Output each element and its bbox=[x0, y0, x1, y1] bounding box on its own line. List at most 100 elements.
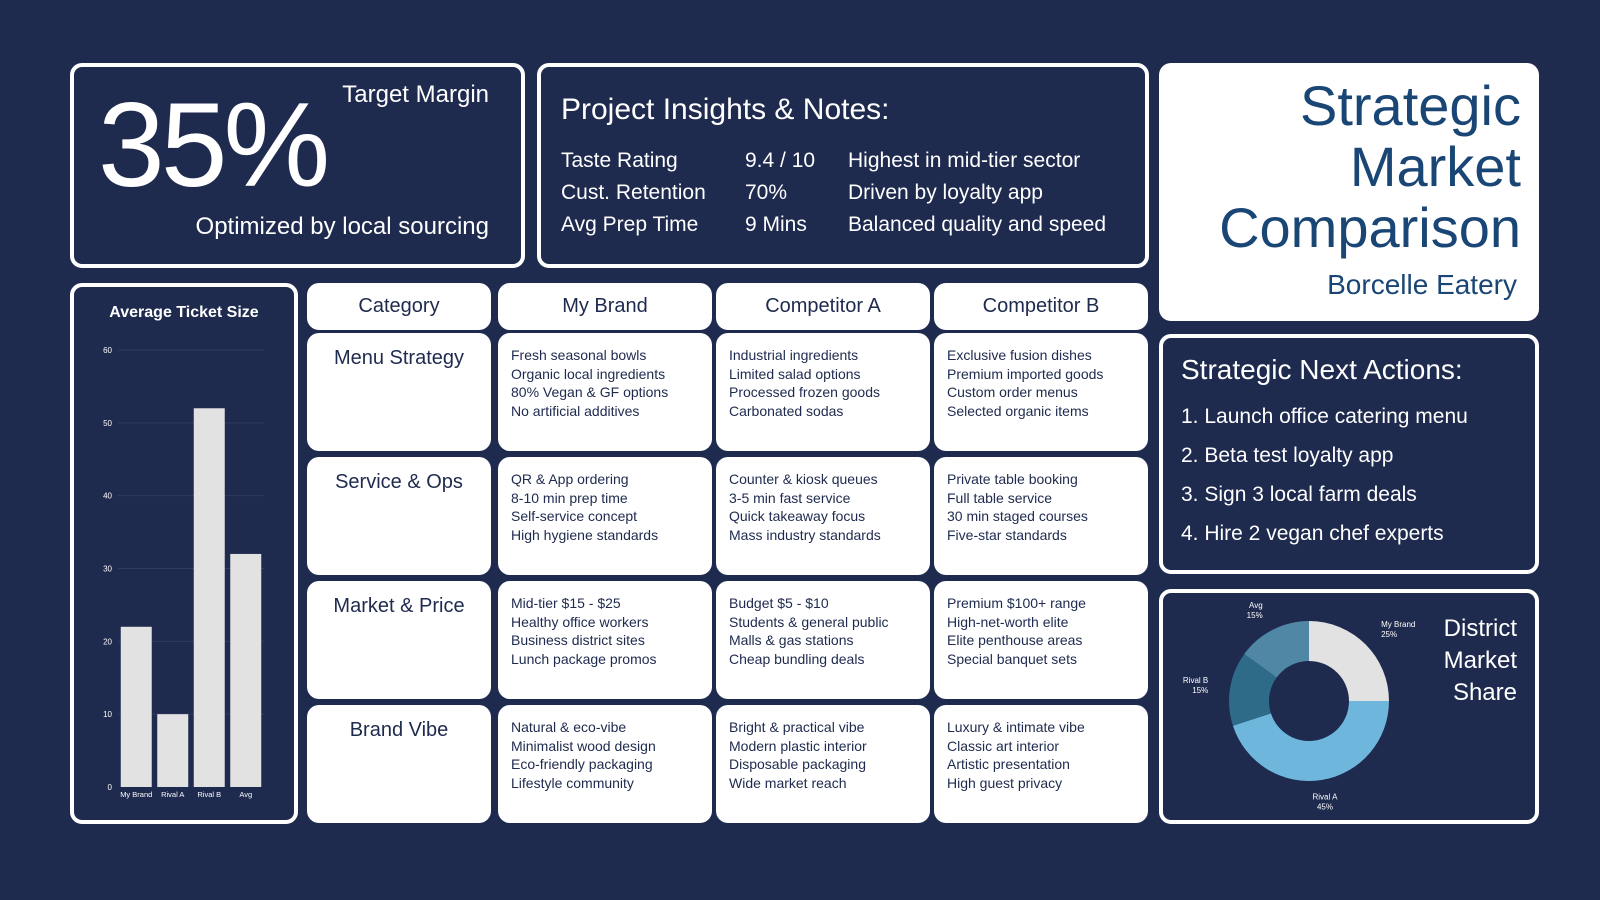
insight-value: 70% bbox=[745, 181, 788, 204]
cell-line: Fresh seasonal bowls bbox=[511, 347, 647, 363]
insights-panel: Project Insights & Notes: Taste Rating 9… bbox=[537, 63, 1149, 268]
cell-line: Selected organic items bbox=[947, 402, 1089, 419]
bar bbox=[157, 714, 189, 787]
cell-line: Modern plastic interior bbox=[729, 737, 867, 754]
category-cell: Market & Price bbox=[307, 581, 491, 699]
insights-row: Avg Prep Time 9 Mins Balanced quality an… bbox=[561, 209, 1106, 241]
y-tick-label: 40 bbox=[103, 492, 112, 501]
cell-line: High hygiene standards bbox=[511, 526, 659, 543]
next-actions-title: Strategic Next Actions: bbox=[1181, 354, 1463, 385]
action-item: 4. Hire 2 vegan chef experts bbox=[1181, 522, 1444, 545]
cell-line: 3-5 min fast service bbox=[729, 489, 851, 506]
slice-value-label: 15% bbox=[1247, 611, 1263, 620]
category-label: Menu Strategy bbox=[333, 347, 465, 369]
cell-line: Private table booking bbox=[947, 471, 1078, 487]
cell-line: Lifestyle community bbox=[511, 774, 634, 791]
cell-line: Eco-friendly packaging bbox=[511, 756, 653, 773]
insight-metric: Avg Prep Time bbox=[561, 213, 699, 236]
slice-value-label: 45% bbox=[1317, 803, 1333, 812]
target-margin-panel: 35% Target Margin Optimized by local sou… bbox=[70, 63, 525, 268]
cell-line: Natural & eco-vibe bbox=[511, 719, 627, 735]
my-brand-header: My Brand bbox=[498, 283, 712, 330]
cell-line: Classic art interior bbox=[947, 737, 1060, 754]
slice-label: My Brand bbox=[1381, 620, 1415, 629]
market-share-title-line: Market bbox=[1443, 647, 1517, 674]
cell-line: Business district sites bbox=[511, 632, 645, 649]
insight-note: Balanced quality and speed bbox=[848, 213, 1107, 236]
x-tick-label: Rival A bbox=[161, 790, 184, 799]
chart-title: Average Ticket Size bbox=[109, 304, 259, 321]
competitor-b-header: Competitor B bbox=[934, 283, 1148, 330]
insight-note: Highest in mid-tier sector bbox=[848, 149, 1081, 172]
category-label: Service & Ops bbox=[335, 471, 463, 493]
market-share-title-line: District bbox=[1443, 615, 1517, 642]
cell-line: Limited salad options bbox=[729, 365, 861, 382]
donut-slice bbox=[1309, 621, 1389, 701]
bar bbox=[230, 553, 262, 787]
donut-slice bbox=[1244, 621, 1309, 678]
donut-slice bbox=[1229, 653, 1277, 726]
insight-metric: Taste Rating bbox=[561, 149, 678, 172]
slice-label: Rival B bbox=[1183, 676, 1208, 685]
cell-line: Malls & gas stations bbox=[729, 632, 854, 649]
next-actions-list: 1. Launch office catering menu 2. Beta t… bbox=[1181, 404, 1468, 560]
insights-title: Project Insights & Notes: bbox=[561, 93, 890, 126]
cell-line: Mid-tier $15 - $25 bbox=[511, 595, 621, 611]
target-margin-subtitle: Optimized by local sourcing bbox=[195, 213, 489, 240]
cell-line: Lunch package promos bbox=[511, 650, 657, 667]
cell-line: Self-service concept bbox=[511, 508, 638, 525]
cell-line: Custom order menus bbox=[947, 384, 1078, 401]
brand-name: Borcelle Eatery bbox=[1327, 269, 1517, 300]
cell-line: Wide market reach bbox=[729, 774, 847, 791]
cell-line: Industrial ingredients bbox=[729, 347, 859, 363]
insight-metric: Cust. Retention bbox=[561, 181, 706, 204]
cell-line: Five-star standards bbox=[947, 526, 1067, 543]
cell-line: Budget $5 - $10 bbox=[729, 595, 829, 611]
cell-line: QR & App ordering bbox=[511, 471, 629, 487]
action-item: 2. Beta test loyalty app bbox=[1181, 444, 1394, 467]
cell-line: Cheap bundling deals bbox=[729, 650, 865, 667]
cell-line: Full table service bbox=[947, 489, 1053, 506]
column-header-label: Category bbox=[358, 295, 440, 317]
cell-line: Healthy office workers bbox=[511, 613, 649, 630]
slice-value-label: 25% bbox=[1381, 630, 1397, 639]
page-title-line: Comparison bbox=[1219, 196, 1521, 259]
slice-value-label: 15% bbox=[1192, 686, 1208, 695]
cell-line: Minimalist wood design bbox=[511, 737, 656, 754]
insights-row: Taste Rating 9.4 / 10 Highest in mid-tie… bbox=[561, 145, 1106, 177]
cell-line: No artificial additives bbox=[511, 402, 640, 419]
cell-line: Premium imported goods bbox=[947, 365, 1104, 382]
donut-slice bbox=[1232, 701, 1389, 781]
y-tick-label: 10 bbox=[103, 710, 112, 719]
category-header: Category bbox=[307, 283, 491, 330]
target-margin-label: Target Margin bbox=[342, 81, 489, 108]
cell-line: Disposable packaging bbox=[729, 756, 866, 773]
page-title: Strategic Market Comparison bbox=[1219, 75, 1521, 258]
insight-note: Driven by loyalty app bbox=[848, 181, 1043, 204]
y-tick-label: 0 bbox=[108, 783, 113, 792]
market-share-title: District Market Share bbox=[1444, 613, 1517, 709]
category-cell: Brand Vibe bbox=[307, 705, 491, 823]
page-title-line: Market bbox=[1349, 135, 1521, 198]
insights-row: Cust. Retention 70% Driven by loyalty ap… bbox=[561, 177, 1106, 209]
action-item: 3. Sign 3 local farm deals bbox=[1181, 483, 1417, 506]
next-actions-panel: Strategic Next Actions: 1. Launch office… bbox=[1159, 334, 1539, 574]
x-tick-label: Avg bbox=[239, 790, 252, 799]
cell-line: 80% Vegan & GF options bbox=[511, 384, 669, 401]
cell-line: Organic local ingredients bbox=[511, 365, 666, 382]
cell-line: Quick takeaway focus bbox=[729, 508, 866, 525]
